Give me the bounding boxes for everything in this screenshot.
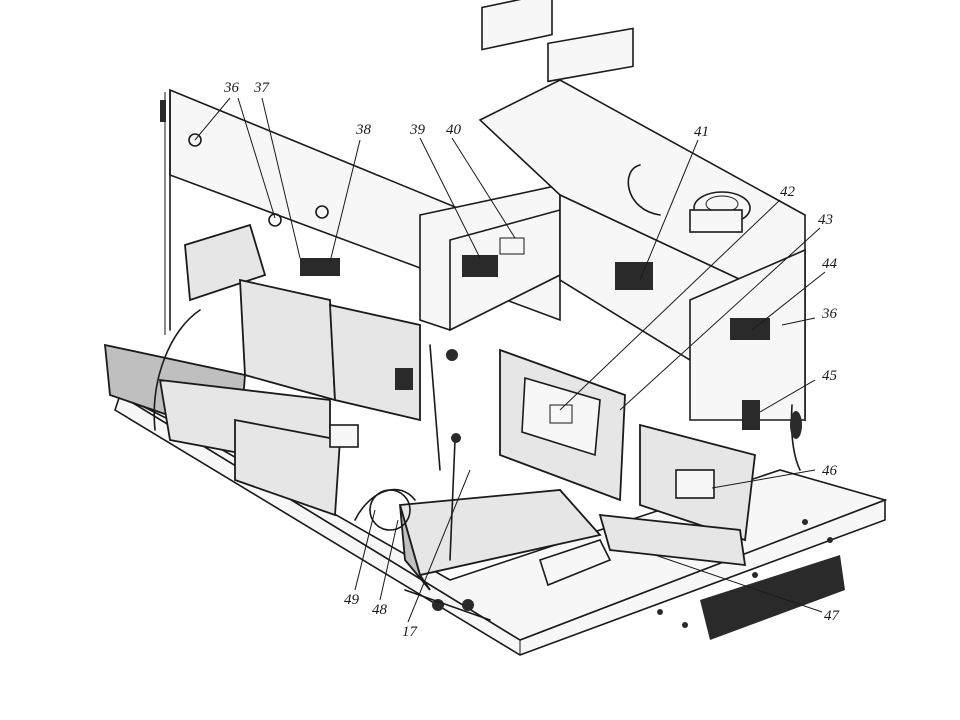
far-right-seat [598,423,756,567]
callout-42: 42 [780,184,796,200]
callout-49: 49 [344,592,360,608]
callout-40: 40 [446,122,462,138]
leader-lines [194,97,826,623]
callout-47: 47 [824,608,841,624]
wall-fittings [188,133,802,471]
callout-46: 46 [822,463,838,479]
callout-41: 41 [694,124,709,140]
callout-38: 38 [355,122,372,138]
callout-37: 37 [253,80,271,96]
callout-17: 17 [402,624,419,640]
callout-36-top: 36 [223,80,240,96]
callout-44: 44 [822,256,838,272]
callout-labels: 36 37 38 39 40 41 42 43 44 36 45 46 47 1… [223,80,841,640]
top-device [627,164,751,233]
left-bench-seat [103,223,421,517]
callout-48: 48 [372,602,388,618]
control-levers [329,344,612,587]
callout-43: 43 [818,212,833,228]
overhead-cabinet [419,184,561,332]
callout-36-right: 36 [821,306,838,322]
callout-45: 45 [822,368,838,384]
callout-39: 39 [409,122,426,138]
